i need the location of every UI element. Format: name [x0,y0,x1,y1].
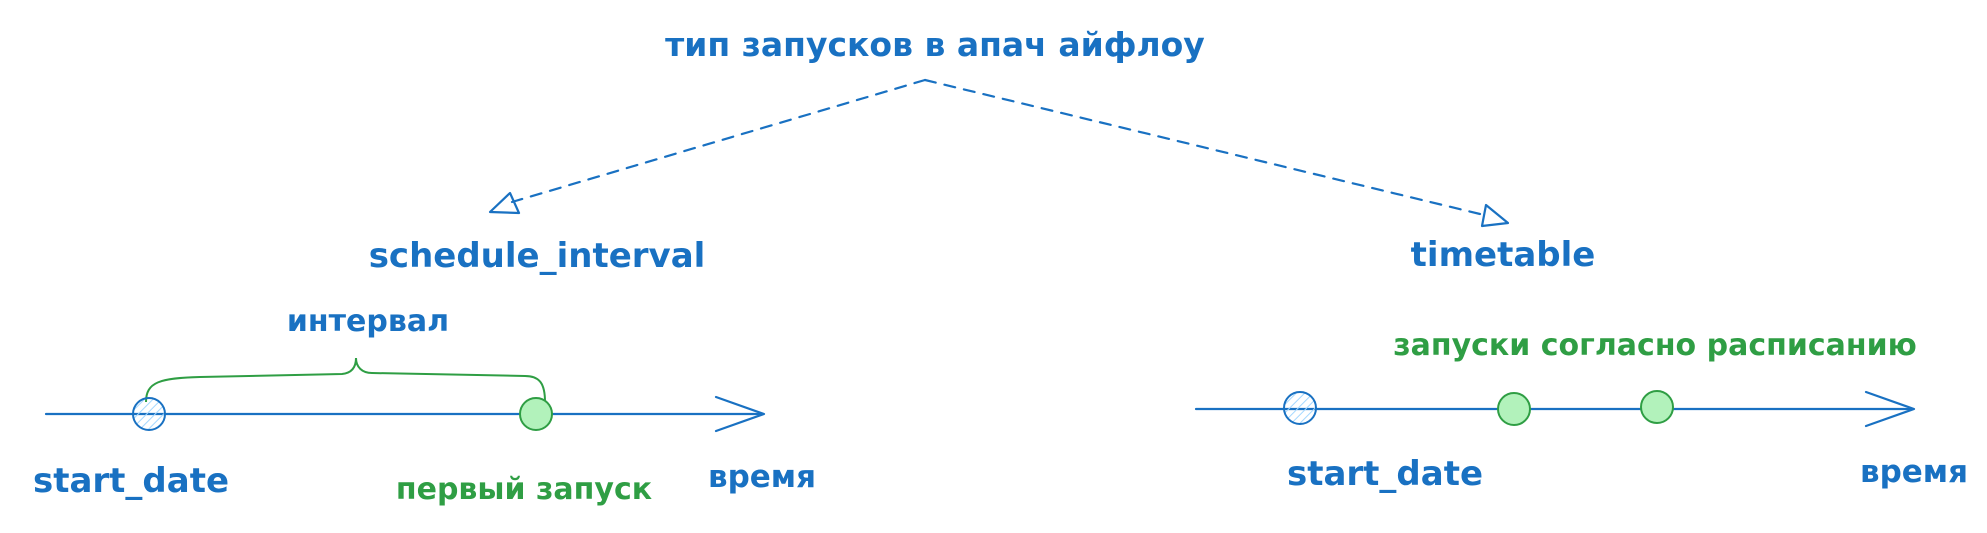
right-time-label: время [1860,454,1968,490]
left-axis-arrowhead [714,395,766,433]
right-start-date-point [1283,391,1317,425]
scheduled-run-point-1 [1497,392,1531,426]
right-timeline: запуски согласно расписанию start_date в… [1194,328,1968,494]
diagram-title: тип запусков в апач айфлоу [665,25,1205,64]
arrow-to-timetable [923,78,1510,228]
interval-label: интервал [287,304,449,339]
schedule-interval-label: schedule_interval [369,236,706,276]
start-date-point [132,397,166,431]
arrow-to-schedule-interval [488,78,927,215]
right-start-date-label: start_date [1287,454,1483,494]
left-time-label: время [708,459,816,495]
interval-brace [145,357,546,403]
first-run-point [519,397,553,431]
scheduled-runs-label: запуски согласно расписанию [1393,328,1917,363]
first-run-label: первый запуск [396,472,652,507]
left-start-date-label: start_date [33,461,229,501]
right-axis-arrowhead [1864,390,1916,428]
left-timeline: интервал start_date первый запуск время [33,304,816,507]
scheduled-run-point-2 [1640,390,1674,424]
timetable-label: timetable [1411,235,1596,275]
